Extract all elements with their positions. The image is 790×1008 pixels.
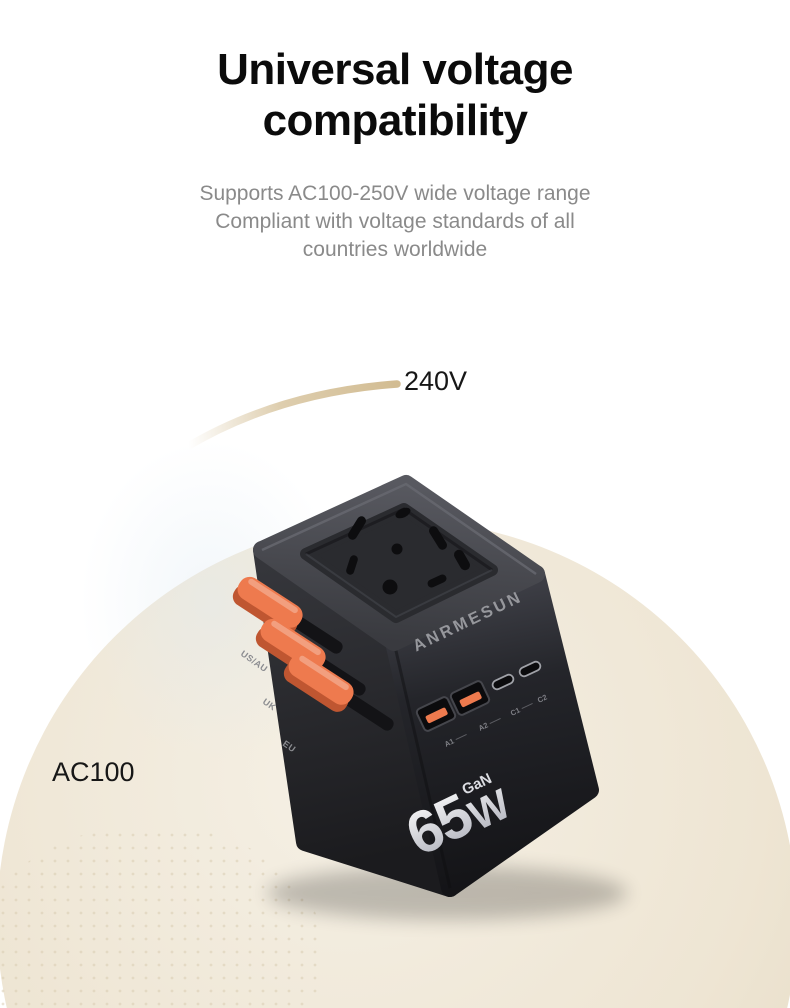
subtitle-line1: Supports AC100-250V wide voltage range <box>199 182 591 206</box>
page-title-line2: compatibility <box>262 96 528 146</box>
svg-text:A1: A1 <box>443 737 456 749</box>
header: Universal voltage compatibility Supports… <box>0 44 790 264</box>
socket-hole <box>391 543 403 555</box>
voltage-min-label: AC100 <box>52 757 135 787</box>
usb-a-tongue <box>425 707 448 724</box>
universal-socket <box>300 503 498 623</box>
slider-cap <box>237 576 303 628</box>
socket-hole <box>428 526 448 550</box>
page-title-line1: Universal voltage <box>217 45 573 94</box>
slider-track <box>342 692 394 731</box>
usb-ports: A1 A2 C1 C2 <box>415 660 549 749</box>
usb-c-port-2 <box>518 660 542 678</box>
halftone-texture <box>0 825 325 1008</box>
usb-a-port-2 <box>449 680 491 716</box>
slider-highlight <box>271 620 321 656</box>
svg-text:A2: A2 <box>477 721 490 733</box>
voltage-max-label: 240V <box>404 366 468 396</box>
socket-hole <box>454 549 470 571</box>
subtitle: Supports AC100-250V wide voltage range C… <box>0 180 790 264</box>
page-title: Universal voltage compatibility <box>0 44 790 146</box>
voltage-slider-us-au <box>232 576 343 654</box>
slider-highlight <box>299 655 349 691</box>
subtitle-line2: Compliant with voltage standards of all <box>215 210 575 234</box>
adapter: US/AU UK EU ANRMESUN <box>232 475 599 897</box>
socket-hole <box>347 516 367 540</box>
svg-text:C1: C1 <box>509 706 522 718</box>
voltage-slider-eu <box>283 653 394 731</box>
slider-track <box>314 657 366 696</box>
subtitle-line3: countries worldwide <box>302 238 488 262</box>
port-label-c2: C2 <box>536 693 549 705</box>
slider-highlight <box>248 578 298 614</box>
voltage-arc <box>181 380 401 452</box>
port-label-c1: C1 <box>509 702 533 718</box>
socket-hole <box>395 507 411 519</box>
svg-text:C2: C2 <box>536 693 549 705</box>
usb-a-tongue <box>459 691 482 708</box>
socket-hole <box>427 574 447 588</box>
usb-c-port-1 <box>491 673 515 691</box>
socket-hole <box>346 555 358 575</box>
port-label-a1: A1 <box>443 733 467 749</box>
slider-cap <box>288 653 354 705</box>
socket-hole <box>382 579 398 595</box>
usb-a-port-1 <box>415 696 457 732</box>
slider-cap <box>260 618 326 670</box>
port-label-a2: A2 <box>477 717 501 733</box>
slider-track <box>291 615 343 654</box>
